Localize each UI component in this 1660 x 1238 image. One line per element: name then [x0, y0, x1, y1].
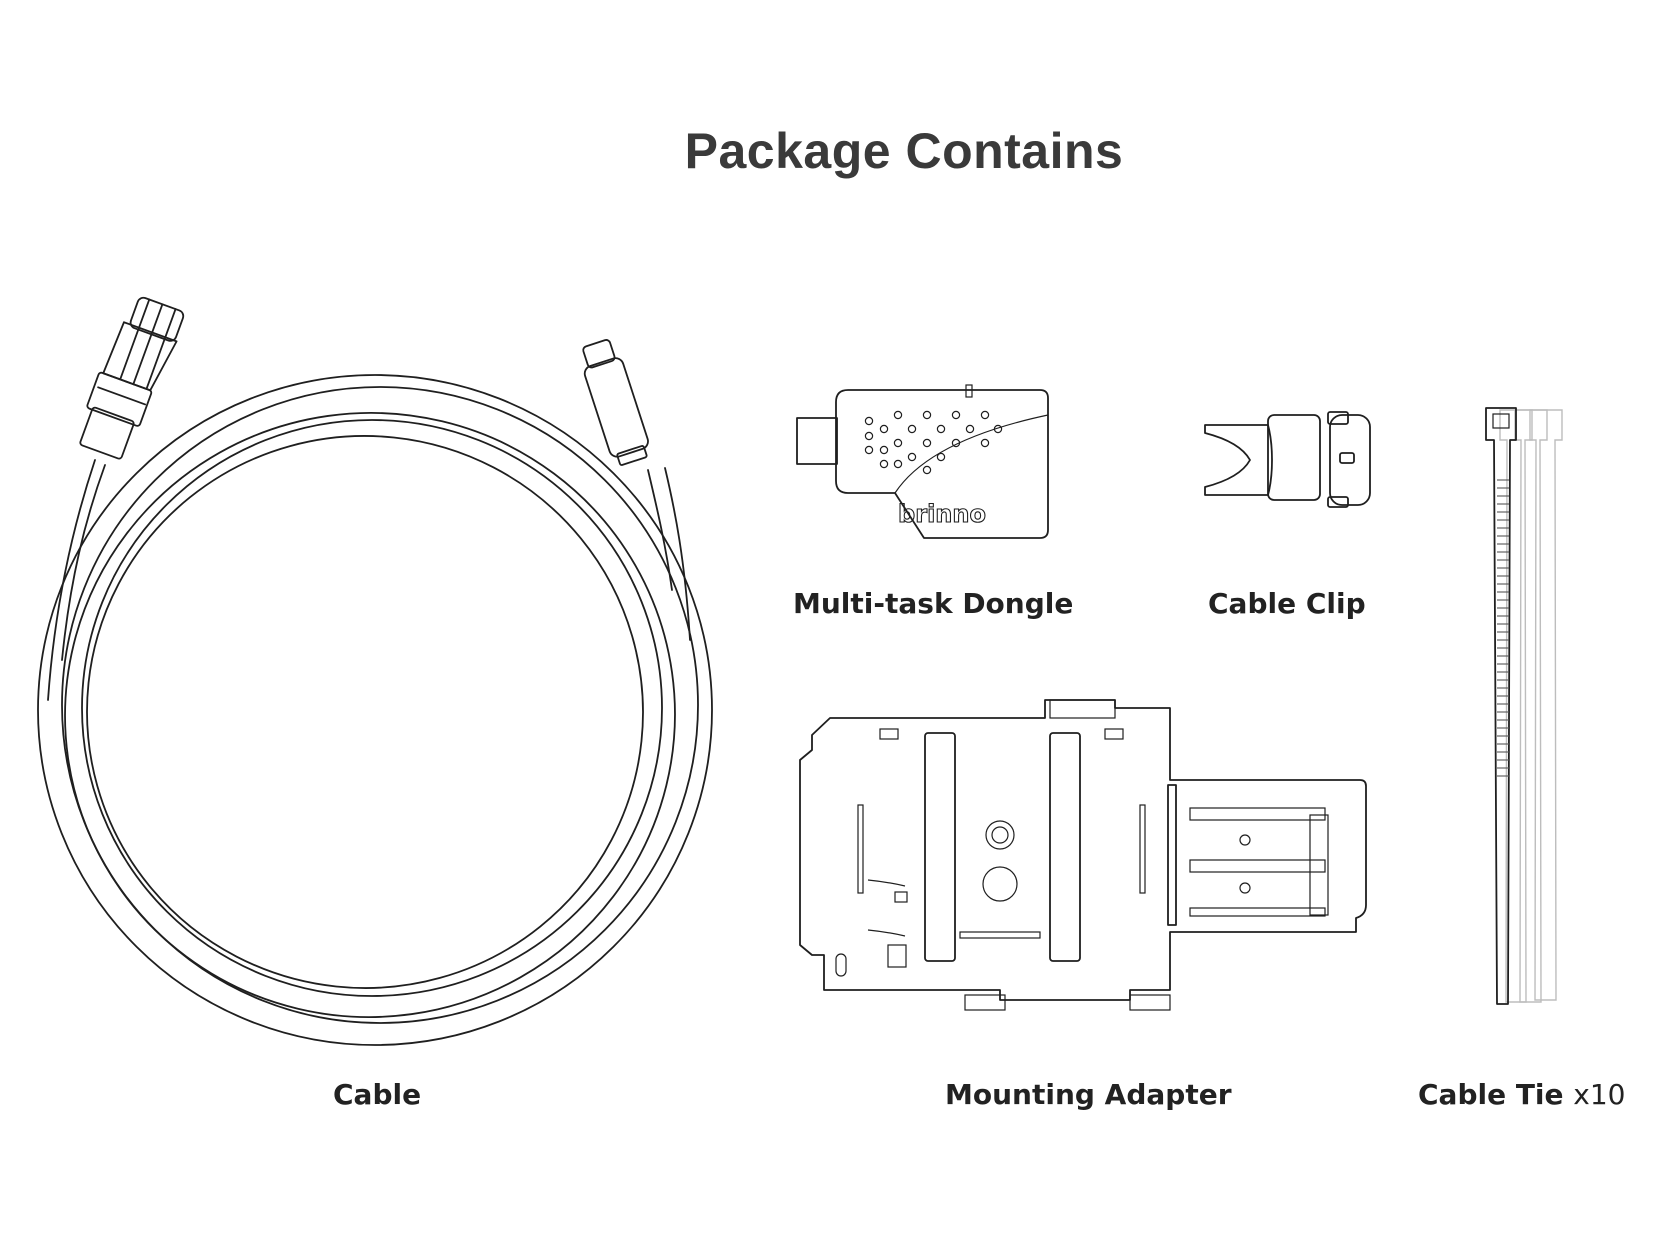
cable-illustration	[37, 296, 713, 1046]
cable-tie-illustration	[1485, 407, 1563, 1005]
mounting-adapter-illustration	[799, 699, 1367, 1011]
cable-tie-quantity: x10	[1573, 1078, 1626, 1111]
dongle-vent-holes	[864, 410, 1003, 475]
dongle-label: Multi-task Dongle	[793, 587, 1074, 620]
cable-tie-name: Cable Tie	[1418, 1078, 1564, 1111]
cable-clip-illustration	[1204, 411, 1371, 508]
dongle-brand-logo: brinno	[898, 500, 986, 528]
cable-tie-teeth	[1497, 479, 1509, 777]
dongle-illustration: brinno	[796, 384, 1049, 539]
mounting-adapter-label: Mounting Adapter	[945, 1078, 1232, 1111]
cable-label: Cable	[333, 1078, 422, 1111]
cable-tie-label: Cable Tie x10	[1418, 1078, 1625, 1111]
page-title: Package Contains	[684, 123, 1124, 179]
cable-clip-label: Cable Clip	[1208, 587, 1366, 620]
